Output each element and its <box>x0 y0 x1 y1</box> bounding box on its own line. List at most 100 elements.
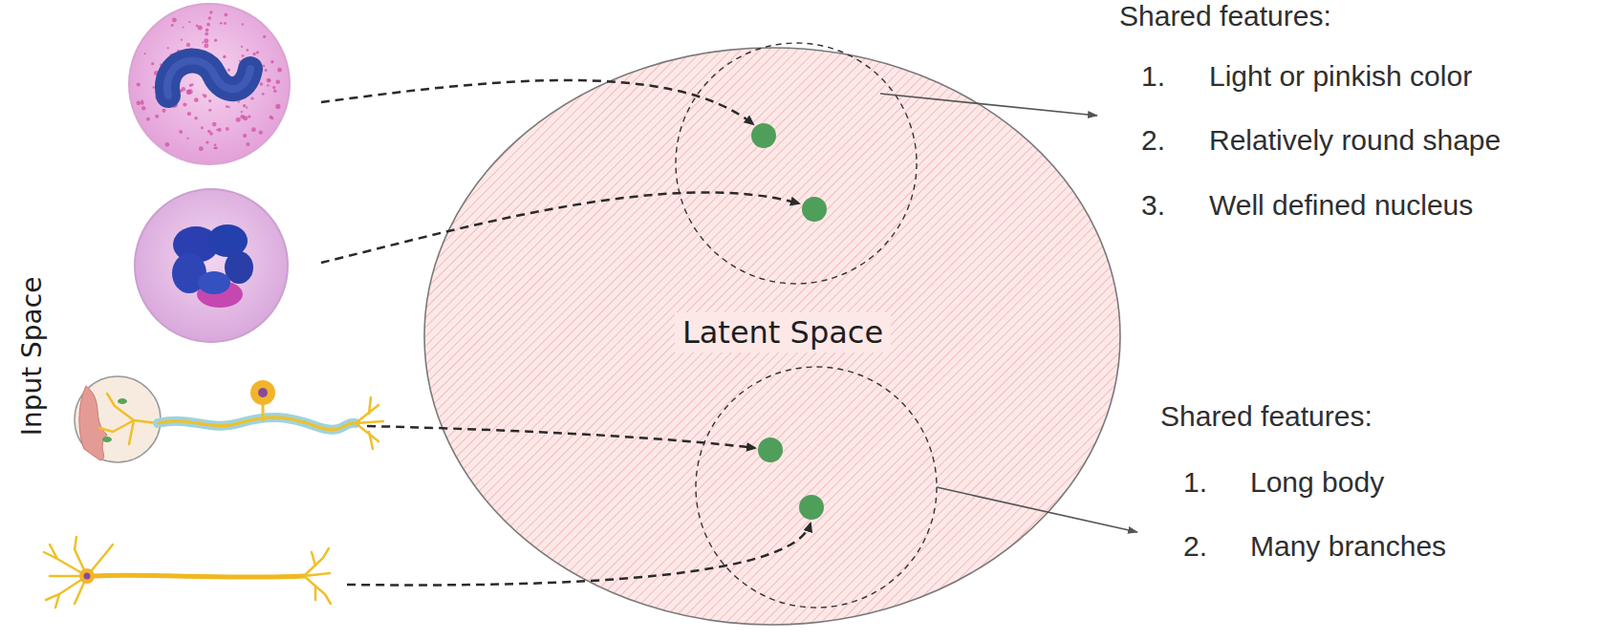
granule-dot <box>203 38 209 44</box>
mapping-arrow <box>321 192 800 263</box>
cluster-circle <box>675 43 917 284</box>
granule-dot <box>204 32 209 37</box>
granule-dot <box>245 107 248 109</box>
granule-dot <box>208 16 213 21</box>
granule-dot <box>272 86 276 89</box>
granule-dot <box>200 126 204 130</box>
granule-dot <box>214 39 217 43</box>
granule-dot <box>222 55 226 59</box>
granule-dot <box>215 146 218 150</box>
granule-dot <box>227 68 231 72</box>
granule-dot <box>197 25 203 31</box>
granule-dot <box>152 86 155 88</box>
embedding-point <box>757 437 783 463</box>
granule-dot <box>209 10 213 14</box>
granule-dot <box>178 129 183 134</box>
granule-dot <box>194 116 198 121</box>
neuron <box>43 537 331 608</box>
granule-dot <box>270 60 274 64</box>
granule-dot <box>271 117 275 121</box>
granule-dot <box>259 130 263 135</box>
axis-label: Input Space <box>17 277 48 437</box>
granulocyte-cell <box>134 189 288 343</box>
granule-dot <box>261 92 265 96</box>
mapping-arrow <box>346 523 811 585</box>
cluster-circle <box>695 367 937 608</box>
granule-dot <box>188 21 191 23</box>
granule-dot <box>172 18 177 23</box>
granule-dot <box>246 48 250 52</box>
granule-dot <box>219 21 223 25</box>
list-number: 1. <box>1141 60 1166 94</box>
neuron-with-myelin <box>74 376 384 463</box>
feature-item: Long body <box>1250 466 1384 500</box>
granule-dot <box>207 129 212 134</box>
granule-dot <box>182 25 185 28</box>
list-number: 2. <box>1141 124 1166 158</box>
granule-dot <box>242 133 247 138</box>
granule-dot <box>236 117 241 123</box>
granule-dot <box>161 108 166 113</box>
granule-dot <box>242 104 246 108</box>
feature-item: Well defined nucleus <box>1209 189 1473 223</box>
granule-dot <box>208 99 212 103</box>
granule-dot <box>203 43 209 48</box>
list-heading: Shared features: <box>1160 400 1373 434</box>
feature-item: Light or pinkish color <box>1209 60 1472 94</box>
granule-dot <box>189 84 193 87</box>
granule-dot <box>259 82 263 86</box>
granule-dot <box>187 111 192 116</box>
granule-dot <box>136 82 141 87</box>
leader-arrow <box>880 93 1098 116</box>
granule-dot <box>203 94 208 99</box>
granule-dot <box>240 110 243 113</box>
granule-dot <box>266 84 269 87</box>
mapping-arrow <box>367 426 756 449</box>
granule-dot <box>245 142 250 147</box>
embedding-point <box>801 196 827 222</box>
granule-dot <box>240 45 243 48</box>
granule-dot <box>225 127 230 131</box>
granule-dot <box>205 28 210 33</box>
granule-dot <box>201 41 204 44</box>
granule-dot <box>198 146 204 152</box>
granule-dot <box>202 93 205 96</box>
granule-dot <box>247 114 251 118</box>
neutrophil-cell <box>129 3 290 165</box>
granule-dot <box>212 122 217 128</box>
granule-dot <box>151 62 154 65</box>
granule-dot <box>228 106 231 109</box>
granule-dot <box>256 50 260 54</box>
granule-dot <box>262 35 266 39</box>
granule-dot <box>206 22 211 27</box>
granule-dot <box>154 114 159 119</box>
granule-dot <box>188 88 194 94</box>
list-number: 2. <box>1183 530 1208 564</box>
granule-dot <box>252 52 256 56</box>
granule-dot <box>264 68 268 72</box>
granule-dot <box>205 140 209 144</box>
granule-dot <box>250 96 254 100</box>
feature-item: Many branches <box>1250 530 1447 564</box>
granule-dot <box>141 100 144 103</box>
granule-dot <box>214 143 217 147</box>
feature-item: Relatively round shape <box>1209 124 1501 158</box>
granule-dot <box>275 104 281 109</box>
granule-dot <box>186 43 191 47</box>
granule-dot <box>268 79 271 82</box>
granule-dot <box>276 80 281 85</box>
granule-dot <box>182 102 187 107</box>
granule-dot <box>186 137 189 140</box>
granule-dot <box>239 114 245 120</box>
granule-dot <box>136 100 142 106</box>
leader-arrow <box>936 487 1138 533</box>
granule-dot <box>262 64 265 67</box>
granule-dot <box>146 117 151 122</box>
granule-dot <box>273 89 277 93</box>
granule-dot <box>266 78 272 84</box>
granule-dot <box>251 127 257 132</box>
list-number: 1. <box>1183 466 1208 500</box>
granule-dot <box>167 46 170 49</box>
mapping-arrow <box>321 80 754 125</box>
